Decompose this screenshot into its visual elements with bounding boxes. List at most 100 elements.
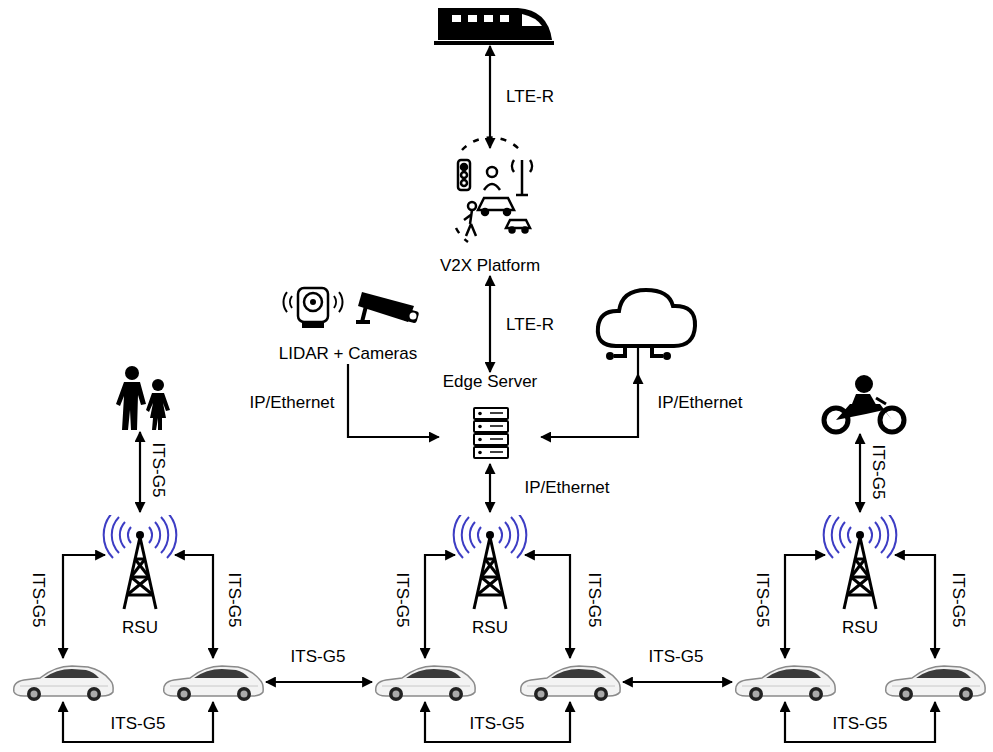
camera-icons-part: [310, 299, 316, 305]
train-icon: [434, 8, 554, 45]
link-arrow: [623, 681, 732, 683]
rsu-towers-part: [824, 512, 897, 609]
car-icons-part: [736, 666, 835, 701]
car-icons-part: [886, 666, 985, 701]
cloud-icon-part: [652, 346, 663, 356]
link-arrow: [859, 434, 861, 512]
server-icon-part-part: [490, 425, 503, 427]
v2x-icon-part: [504, 209, 510, 215]
link-arrow: [489, 46, 491, 148]
link-label: ITS-G5: [109, 714, 168, 734]
icon-figure: [10, 658, 116, 702]
node-label: Edge Server: [443, 372, 538, 392]
v2x-icon-part: [456, 228, 468, 242]
train-icon-part: [434, 41, 554, 45]
link-arrow: [541, 374, 638, 437]
v2x-icon-part: [458, 160, 470, 190]
server-icon-part: [474, 408, 508, 419]
icon-node: RSU: [455, 512, 525, 638]
v2x-icon-part: [530, 160, 532, 172]
motorcycle-icon-part: [852, 394, 878, 408]
car-icons-part: [164, 666, 263, 701]
link-arrow: [489, 464, 491, 512]
icon-figure: [815, 372, 907, 434]
icon-node: RSU: [105, 512, 175, 638]
icon-figure: [108, 364, 174, 432]
camera-icons-part: [410, 313, 417, 320]
link-arrow: [525, 555, 570, 658]
link-arrow: [348, 364, 439, 437]
camera-icons-part: [403, 308, 420, 323]
link-arrow: [895, 555, 935, 658]
rsu-towers-part: [104, 512, 177, 609]
link-label: ITS-G5: [148, 441, 168, 500]
train-icon-part: [438, 8, 552, 40]
server-icon: [474, 408, 508, 458]
car-icons-part: [376, 666, 475, 701]
server-icon-part: [474, 434, 508, 445]
link-label: IP/Ethernet: [247, 393, 336, 413]
link-label: LTE-R: [504, 315, 556, 335]
pedestrians-icon-part: [116, 382, 146, 430]
link-arrow: [139, 432, 141, 512]
v2x-icon-part: [464, 210, 476, 236]
link-label: ITS-G5: [868, 443, 888, 502]
icon-figure: [372, 658, 478, 702]
camera-icons-part: [302, 322, 324, 328]
camera-icons-part: [283, 292, 342, 312]
train-icon-part: [468, 15, 477, 22]
cloud-icon-part: [598, 290, 695, 346]
link-label: IP/Ethernet: [655, 393, 744, 413]
rsu-towers: [104, 512, 897, 609]
v2x-icon-part: [523, 228, 528, 233]
camera-icons: [283, 288, 419, 328]
link-label: ITS-G5: [647, 647, 706, 667]
icon-figure: [428, 2, 553, 46]
link-label: ITS-G5: [468, 714, 527, 734]
pedestrians-icon: [116, 366, 170, 430]
server-icon-part: [474, 447, 508, 458]
node-label: RSU: [122, 618, 158, 638]
server-icon-part-part: [490, 451, 503, 453]
cloud-icon-part: [614, 346, 625, 356]
link-arrow: [489, 276, 491, 372]
v2x-icon: [456, 138, 532, 242]
server-icon-part-part: [478, 438, 482, 442]
link-label: ITS-G5: [28, 571, 48, 630]
node-label: RSU: [842, 618, 878, 638]
icon-node: LIDAR + Cameras: [268, 282, 428, 364]
server-icon-part-part: [490, 412, 503, 414]
server-icon-part-part: [478, 425, 482, 429]
train-icon-part: [522, 14, 542, 26]
v2x-icon-part: [516, 194, 528, 197]
server-icon-part: [478, 412, 482, 455]
link-label: IP/Ethernet: [522, 478, 611, 498]
link-arrow: [63, 702, 213, 742]
link-label: ITS-G5: [289, 647, 348, 667]
icon-figure: [592, 285, 700, 374]
link-arrow: [63, 555, 105, 658]
icon-node: V2X Platform: [425, 148, 555, 276]
motorcycle-icon-part: [876, 398, 886, 404]
server-icon-part-part: [490, 438, 503, 440]
v2x-icon-part: [461, 180, 467, 186]
node-label: RSU: [472, 618, 508, 638]
link-arrow: [785, 702, 935, 742]
v2x-icon-part: [468, 202, 476, 210]
icon-figure: [160, 658, 266, 702]
icon-figure: [882, 658, 988, 702]
v2x-icon-part: [487, 167, 497, 177]
icon-node: Edge Server: [439, 372, 542, 464]
v2x-icon-part: [484, 184, 500, 190]
icon-figure: [517, 658, 623, 702]
rsu-towers-part: [454, 512, 527, 609]
v2x-icon-part: [512, 160, 514, 172]
link-label: ITS-G5: [392, 571, 412, 630]
motorcycle-icon: [824, 375, 904, 432]
link-label: ITS-G5: [224, 571, 244, 630]
link-arrow: [175, 555, 213, 658]
node-label: LIDAR + Cameras: [279, 344, 417, 364]
cloud-icon-part: [637, 346, 639, 374]
train-icon-part: [500, 15, 509, 22]
